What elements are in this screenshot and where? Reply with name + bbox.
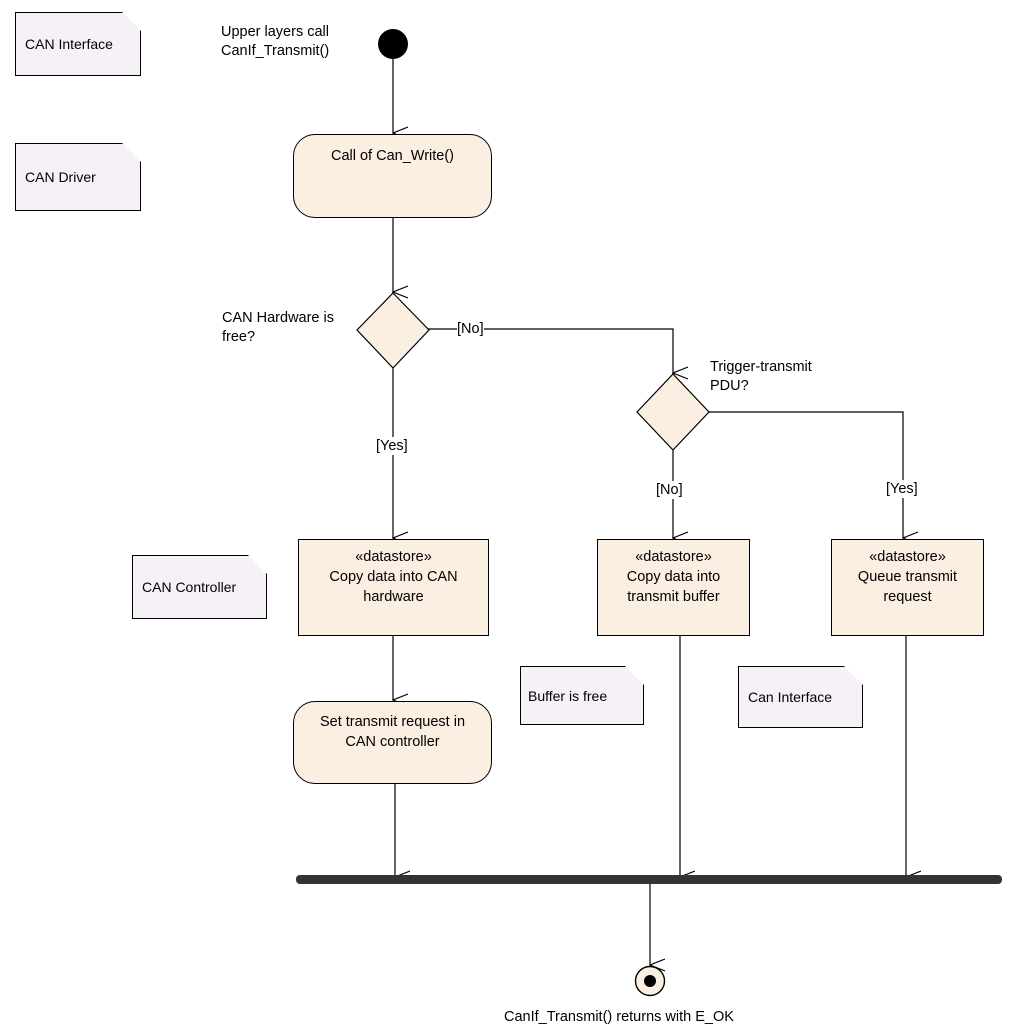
guard-hw-no: [No] bbox=[457, 320, 484, 338]
action-set-transmit-request-line2: CAN controller bbox=[345, 734, 440, 750]
action-copy-into-hw-line2: hardware bbox=[363, 589, 424, 605]
action-queue-transmit-stereotype: «datastore» bbox=[869, 549, 946, 565]
initial-node bbox=[378, 29, 408, 59]
action-queue-transmit-line2: request bbox=[883, 589, 932, 605]
decision-trigger-label-line2: PDU? bbox=[710, 378, 749, 394]
note-buffer-is-free: Buffer is free bbox=[520, 666, 644, 725]
note-can-controller-text: CAN Controller bbox=[142, 579, 237, 595]
decision-trigger-label: Trigger-transmit PDU? bbox=[710, 358, 812, 396]
decision-trigger-transmit bbox=[636, 373, 710, 451]
decision-hw-free-label-line2: free? bbox=[222, 329, 256, 345]
edge-hw-no bbox=[428, 328, 673, 373]
guard-trigger-yes: [Yes] bbox=[886, 480, 918, 498]
action-copy-into-hw-stereotype: «datastore» bbox=[355, 549, 432, 565]
decision-hw-free-label: CAN Hardware is free? bbox=[222, 309, 334, 347]
guard-hw-yes: [Yes] bbox=[376, 437, 408, 455]
final-node-inner bbox=[644, 975, 656, 987]
action-queue-transmit-line1: Queue transmit bbox=[857, 569, 958, 585]
action-set-transmit-request: Set transmit request in CAN controller bbox=[293, 701, 492, 784]
action-set-transmit-request-line1: Set transmit request in bbox=[319, 714, 466, 730]
note-can-controller: CAN Controller bbox=[132, 555, 267, 619]
end-label: CanIf_Transmit() returns with E_OK bbox=[504, 1009, 734, 1025]
start-label: Upper layers call CanIf_Transmit() bbox=[221, 23, 329, 61]
action-call-can-write-text: Call of Can_Write() bbox=[330, 148, 455, 164]
note-can-interface-queue: Can Interface bbox=[738, 666, 863, 728]
action-queue-transmit: «datastore» Queue transmit request bbox=[831, 539, 984, 636]
action-copy-into-hw-line1: Copy data into CAN bbox=[329, 569, 458, 585]
decision-hw-free-label-line1: CAN Hardware is bbox=[222, 310, 334, 326]
action-copy-into-buffer: «datastore» Copy data into transmit buff… bbox=[597, 539, 750, 636]
note-can-interface-text: CAN Interface bbox=[25, 36, 113, 52]
guard-trigger-no: [No] bbox=[656, 481, 683, 499]
action-call-can-write: Call of Can_Write() bbox=[293, 134, 492, 218]
action-copy-into-buffer-line1: Copy data into bbox=[626, 569, 721, 585]
note-can-interface-queue-text: Can Interface bbox=[748, 689, 833, 705]
note-buffer-is-free-text: Buffer is free bbox=[528, 687, 608, 704]
note-can-interface: CAN Interface bbox=[15, 12, 141, 76]
edge-trigger-yes bbox=[709, 411, 903, 538]
action-copy-into-buffer-stereotype: «datastore» bbox=[635, 549, 712, 565]
note-can-driver-text: CAN Driver bbox=[25, 169, 96, 185]
start-label-line1: Upper layers call bbox=[221, 24, 329, 40]
action-copy-into-hw: «datastore» Copy data into CAN hardware bbox=[298, 539, 489, 636]
start-label-line2: CanIf_Transmit() bbox=[221, 43, 330, 59]
join-bar bbox=[296, 875, 1002, 884]
decision-trigger-label-line1: Trigger-transmit bbox=[710, 359, 812, 375]
note-can-driver: CAN Driver bbox=[15, 143, 141, 211]
decision-hw-free bbox=[356, 292, 430, 369]
action-copy-into-buffer-line2: transmit buffer bbox=[627, 589, 720, 605]
